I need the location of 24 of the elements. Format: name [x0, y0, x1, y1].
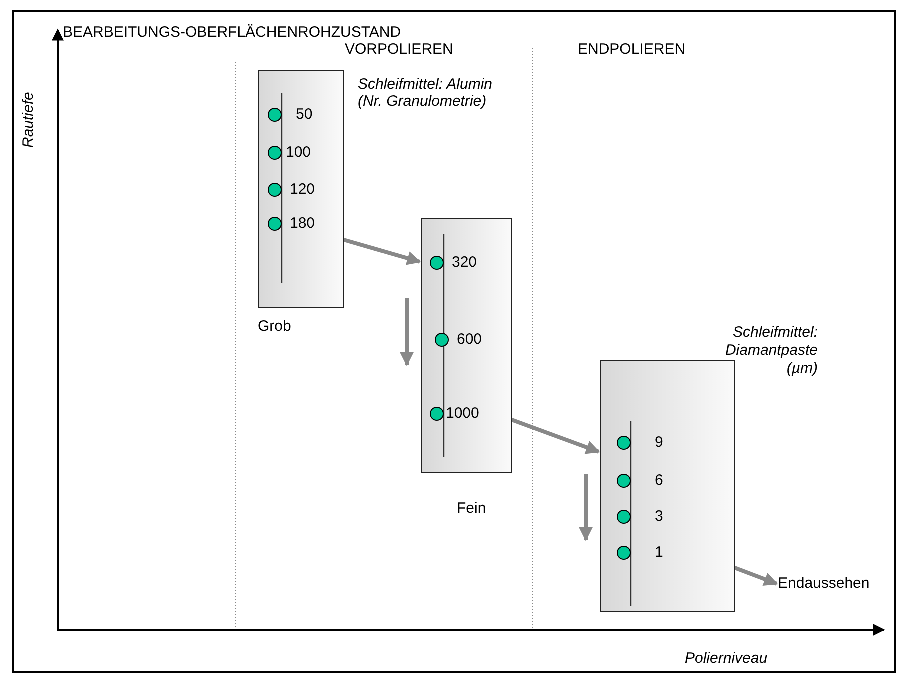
axis-title: Rautiefe: [20, 92, 37, 148]
stage-caption: Fein: [457, 500, 486, 517]
phase-heading: VORPOLIEREN: [345, 41, 454, 58]
grit-number: 1000: [446, 405, 480, 422]
grit-number: 180: [290, 215, 316, 232]
grit-number: 320: [452, 254, 478, 271]
stage-caption: Grob: [258, 318, 292, 335]
end-label: Endaussehen: [778, 575, 870, 592]
grit-number: 9: [655, 434, 664, 451]
abrasive-note: Schleifmittel: Diamantpaste (µm): [724, 324, 818, 378]
grit-number: 600: [457, 331, 482, 348]
arrow: [734, 566, 778, 586]
phase-heading: BEARBEITUNGS-OBERFLÄCHENROHZUSTAND: [63, 24, 402, 41]
grit-number: 6: [655, 472, 664, 489]
abrasive-note: Schleifmittel: Alumin (Nr. Granulometrie): [358, 76, 494, 110]
grit-number: 1: [655, 544, 664, 561]
phase-heading: ENDPOLIEREN: [578, 41, 686, 58]
grit-number: 120: [290, 181, 316, 198]
grit-number: 50: [296, 106, 313, 123]
grit-number: 3: [655, 508, 664, 525]
axis-title: Polierniveau: [685, 650, 768, 667]
arrow: [511, 418, 600, 454]
arrow: [343, 238, 422, 266]
grit-number: 100: [286, 144, 312, 161]
